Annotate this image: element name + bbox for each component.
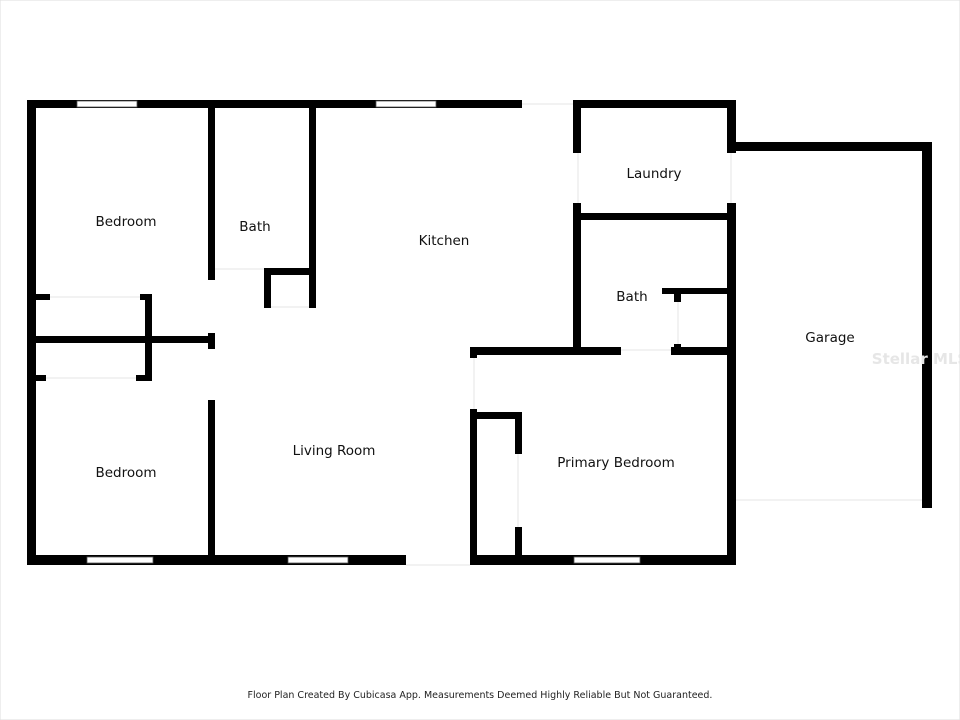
door-openings bbox=[46, 103, 922, 566]
window bbox=[287, 556, 349, 564]
closet-divider bbox=[145, 294, 152, 381]
exterior-wall-right-lower bbox=[727, 203, 736, 565]
window bbox=[86, 556, 154, 564]
wall-between-bedrooms bbox=[36, 336, 215, 343]
room-label-garage: Garage bbox=[805, 330, 854, 346]
closet-stub bbox=[140, 294, 152, 300]
primary-bedroom-wall-top bbox=[470, 347, 621, 355]
room-labels: Bedroom Bath Kitchen Laundry Bath Garage… bbox=[95, 166, 854, 481]
primary-closet-right-lower bbox=[515, 527, 522, 555]
bath-closet-top bbox=[662, 288, 727, 294]
primary-bedroom-wall-top-right bbox=[671, 347, 727, 355]
room-label-primary-bedroom: Primary Bedroom bbox=[557, 455, 675, 471]
bath-closet-top bbox=[264, 268, 316, 275]
room-label-bedroom: Bedroom bbox=[95, 214, 156, 230]
room-label-kitchen: Kitchen bbox=[419, 233, 470, 249]
primary-closet-top bbox=[470, 412, 522, 419]
wall-bedroom-living bbox=[208, 400, 215, 555]
window bbox=[375, 100, 437, 108]
window bbox=[573, 556, 641, 564]
room-label-living-room: Living Room bbox=[293, 443, 376, 459]
wall-laundry-bath bbox=[581, 213, 727, 220]
exterior-wall-right-upper bbox=[727, 100, 736, 153]
wall-bedroom-bath bbox=[208, 108, 215, 280]
footer-disclaimer: Floor Plan Created By Cubicasa App. Meas… bbox=[248, 690, 713, 701]
wall-bath-kitchen bbox=[309, 108, 316, 308]
primary-closet-left bbox=[470, 409, 477, 565]
closet-stub bbox=[36, 294, 50, 300]
exterior-wall-top-left bbox=[27, 100, 522, 108]
exterior-wall-bottom-left bbox=[27, 555, 406, 565]
closet-stub bbox=[136, 375, 152, 381]
wall-stub bbox=[470, 347, 477, 358]
room-label-bath: Bath bbox=[616, 289, 647, 305]
exterior-wall-top-right bbox=[573, 100, 736, 108]
window bbox=[76, 100, 138, 108]
bath-closet-left bbox=[264, 268, 271, 308]
closet-stub bbox=[36, 375, 46, 381]
garage-wall-right bbox=[922, 142, 932, 508]
laundry-wall-left-lower bbox=[573, 203, 581, 350]
laundry-wall-left-upper bbox=[573, 108, 581, 153]
room-label-bath: Bath bbox=[239, 219, 270, 235]
room-label-laundry: Laundry bbox=[626, 166, 681, 182]
primary-closet-right-upper bbox=[515, 412, 522, 454]
windows bbox=[76, 100, 641, 564]
room-label-bedroom: Bedroom bbox=[95, 465, 156, 481]
garage-wall-top bbox=[736, 142, 932, 151]
exterior-wall-left bbox=[27, 100, 36, 565]
bath-closet-stub bbox=[674, 294, 681, 302]
watermark: Stellar MLS bbox=[872, 350, 960, 368]
